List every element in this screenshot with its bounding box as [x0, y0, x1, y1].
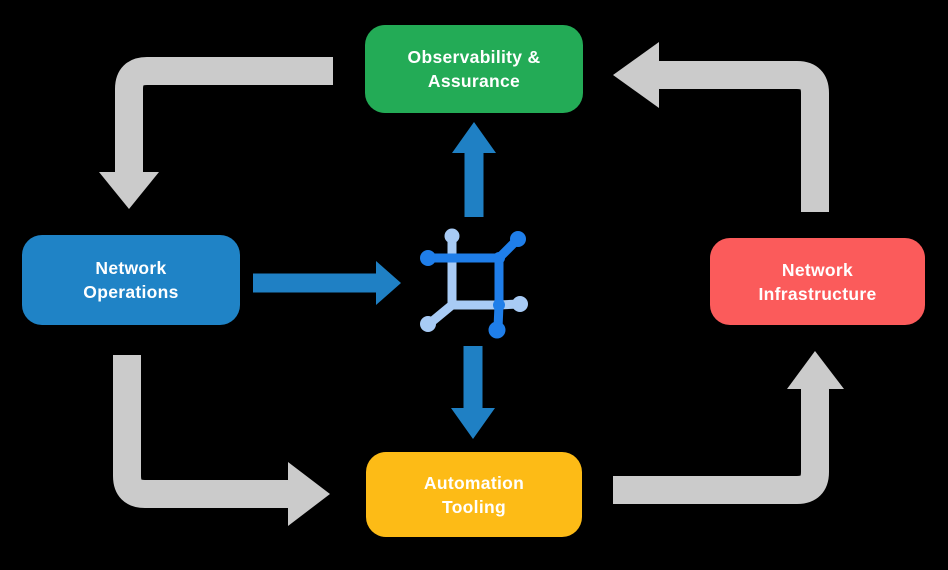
arrow-head-up [787, 351, 844, 389]
icon-node-left [420, 250, 436, 266]
arrow-head-down [99, 172, 159, 209]
icon-node-top-right [510, 231, 526, 247]
node-label-line2: Tooling [442, 496, 506, 517]
arrow-head-right [288, 462, 330, 526]
node-label-line2: Infrastructure [758, 283, 877, 304]
arrow-shaft [659, 61, 829, 212]
node-label-line2: Assurance [427, 71, 521, 91]
arrow-head-left [613, 42, 659, 108]
node-label-line1: Automation [423, 472, 525, 493]
node-observability: Observability & Assurance [365, 25, 583, 113]
node-label-line1: Observability & [407, 47, 541, 67]
arrow-head-right [376, 261, 401, 305]
arrow-observability-to-operations [99, 57, 333, 209]
icon-node-bottom-left [420, 316, 436, 332]
arrow-shaft [115, 57, 333, 174]
icon-light-frame [447, 232, 524, 310]
network-mesh-icon [420, 228, 528, 339]
icon-node-top [444, 228, 460, 244]
icon-corner-top-right [493, 252, 505, 264]
arrow-head-up [452, 122, 496, 153]
arrow-shaft [113, 355, 288, 508]
arrow-hub-to-automation [451, 346, 495, 439]
arrow-infrastructure-to-observability [613, 42, 829, 212]
arrow-head-down [451, 408, 495, 439]
arrow-shaft [613, 389, 829, 504]
node-label-line2: Operations [83, 282, 179, 302]
node-infrastructure: Network Infrastructure [710, 238, 925, 325]
arrow-automation-to-infrastructure [613, 351, 844, 504]
node-operations: Network Operations [22, 235, 240, 325]
node-label-line1: Network [781, 259, 854, 280]
arrow-operations-to-hub [253, 261, 401, 305]
arrow-operations-to-automation [113, 355, 330, 526]
icon-node-right [512, 296, 528, 312]
node-label-line1: Network [95, 258, 167, 278]
icon-node-bottom [488, 321, 506, 339]
node-automation: Automation Tooling [366, 452, 582, 537]
arrow-hub-to-observability [452, 122, 496, 217]
icon-dark-frame [425, 253, 504, 333]
icon-corner-bottom-right [493, 299, 505, 311]
